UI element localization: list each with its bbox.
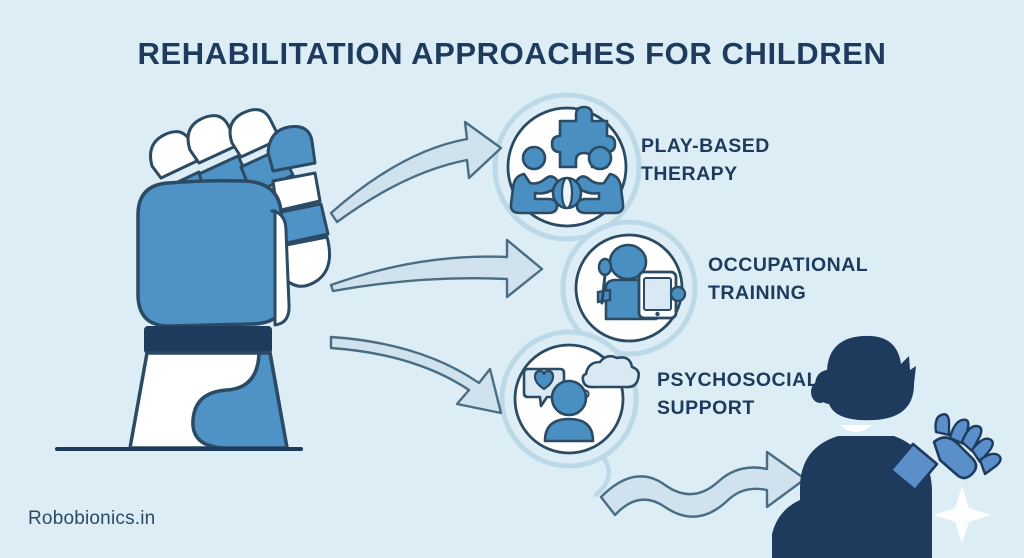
page-title: REHABILITATION APPROACHES FOR CHILDREN	[137, 36, 887, 71]
waving-child-with-prosthetic-arm	[772, 335, 1002, 558]
arrow-to-psychosocial-support	[329, 335, 503, 415]
arrow-to-play-based-therapy	[329, 120, 503, 224]
children-playing-puzzle-ball-icon	[509, 105, 625, 215]
watermark-robobionics: Robobionics.in	[28, 508, 156, 529]
step-label-psychosocial-support: PSYCHOSOCIAL SUPPORT	[657, 369, 820, 420]
step-label-play-based-therapy: PLAY-BASED THERAPY	[641, 135, 770, 186]
person-spoon-tablet-icon	[596, 243, 687, 321]
step-label-occupational-training: OCCUPATIONAL TRAINING	[708, 254, 869, 305]
arrow-to-occupational-training	[329, 238, 544, 299]
step-circle-occupational-training[interactable]	[560, 219, 698, 357]
step-circle-psychosocial-support[interactable]	[499, 329, 641, 469]
robotic-prosthetic-hand-fist	[55, 108, 331, 451]
step-circle-play-based-therapy[interactable]	[492, 92, 642, 242]
arrow-to-child	[599, 450, 807, 518]
sparkle-star	[933, 486, 991, 544]
person-heart-bubble-thought-cloud-icon	[522, 354, 641, 443]
